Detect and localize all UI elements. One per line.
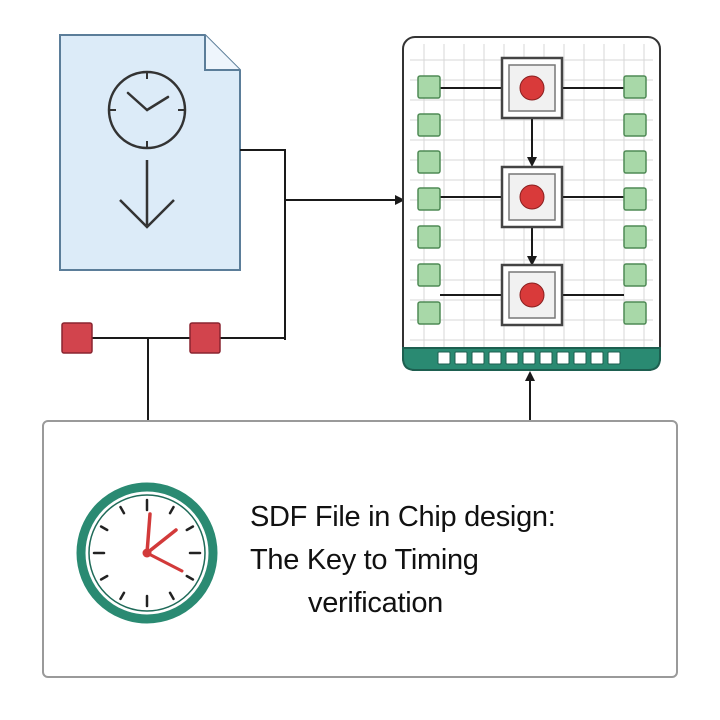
logic-cell-2 <box>500 165 564 229</box>
input-port-right <box>189 322 221 354</box>
logic-cell-1 <box>500 56 564 120</box>
logic-cell-3 <box>500 263 564 327</box>
document-icon <box>59 34 241 271</box>
caption-line-1: SDF File in Chip design: <box>250 501 556 533</box>
wall-clock-icon <box>76 482 218 624</box>
document-to-chip-wire <box>240 149 286 340</box>
input-port-left <box>61 322 93 354</box>
chip-pads-left <box>417 75 441 325</box>
chip-icon <box>402 36 661 371</box>
caption-line-3: verification <box>308 587 444 619</box>
caption-line-2: The Key to Timing <box>250 544 479 576</box>
chip-wires <box>440 87 624 296</box>
chip-base <box>402 347 661 371</box>
clock-icon <box>107 70 187 150</box>
chip-pads-right <box>623 75 647 325</box>
caption-title: SDF File in Chip design: The Key to Timi… <box>250 503 650 632</box>
down-arrow-icon <box>119 160 175 229</box>
